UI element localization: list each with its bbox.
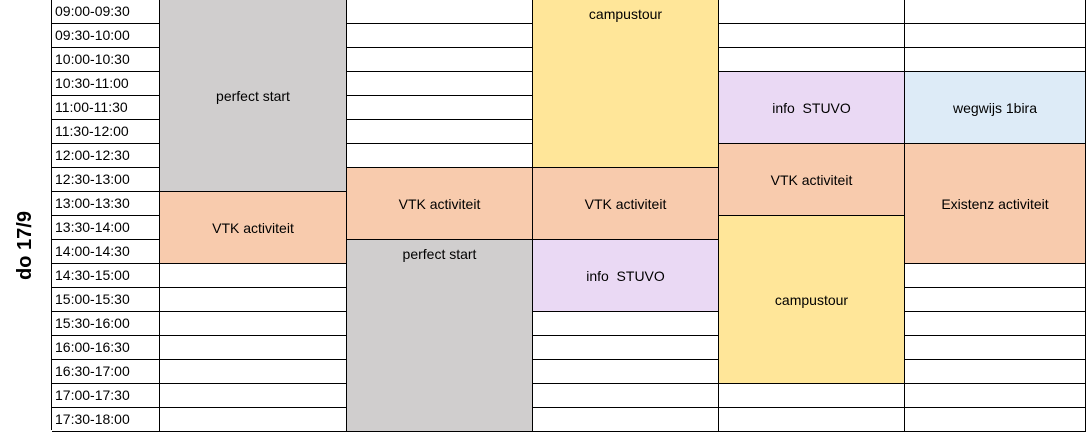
grid-cell[interactable] — [905, 0, 1086, 24]
event-wegwijs-1bira[interactable]: wegwijs 1bira — [905, 72, 1086, 144]
time-slot: 17:30-18:00 — [52, 408, 160, 432]
grid-cell[interactable] — [905, 336, 1086, 360]
grid-cell[interactable] — [719, 24, 905, 48]
grid-cell[interactable] — [905, 288, 1086, 312]
time-slot: 15:00-15:30 — [52, 288, 160, 312]
grid-cell[interactable] — [347, 48, 533, 72]
grid-cell[interactable] — [160, 312, 347, 336]
time-slot: 10:30-11:00 — [52, 72, 160, 96]
time-slot: 16:00-16:30 — [52, 336, 160, 360]
event-info-stuvo-1[interactable]: info STUVO — [533, 240, 719, 312]
event-campustour-2[interactable]: campustour — [719, 216, 905, 384]
time-slot: 11:00-11:30 — [52, 96, 160, 120]
event-vtk-activiteit-3[interactable]: VTK activiteit — [533, 168, 719, 240]
event-label: VTK activiteit — [212, 219, 294, 236]
grid-cell[interactable] — [160, 408, 347, 432]
grid-cell[interactable] — [905, 24, 1086, 48]
event-label: campustour — [588, 6, 663, 22]
day-label-text: do 17/9 — [14, 210, 37, 280]
grid-cell[interactable] — [347, 0, 533, 24]
time-slot: 14:30-15:00 — [52, 264, 160, 288]
grid-cell[interactable] — [533, 408, 719, 432]
day-label: do 17/9 — [0, 0, 52, 430]
grid-cell[interactable] — [719, 0, 905, 24]
grid-cell[interactable] — [905, 408, 1086, 432]
grid-cell[interactable] — [160, 264, 347, 288]
grid-cell[interactable] — [347, 144, 533, 168]
grid-cell[interactable] — [905, 312, 1086, 336]
grid-cell[interactable] — [533, 336, 719, 360]
event-label: perfect start — [402, 246, 477, 262]
time-slot: 12:00-12:30 — [52, 144, 160, 168]
time-slot: 14:00-14:30 — [52, 240, 160, 264]
event-existenz-activiteit[interactable]: Existenz activiteit — [905, 144, 1086, 264]
grid-cell[interactable] — [905, 384, 1086, 408]
event-label: VTK activiteit — [584, 195, 667, 212]
time-slot: 09:00-09:30 — [52, 0, 160, 24]
event-info-stuvo-2[interactable]: info STUVO — [719, 72, 905, 144]
grid-cell[interactable] — [719, 48, 905, 72]
time-slot: 10:00-10:30 — [52, 48, 160, 72]
time-slot: 16:30-17:00 — [52, 360, 160, 384]
grid-cell[interactable] — [533, 312, 719, 336]
event-label: VTK activiteit — [770, 171, 853, 188]
grid-cell[interactable] — [905, 264, 1086, 288]
grid-cell[interactable] — [719, 384, 905, 408]
grid-cell[interactable] — [533, 360, 719, 384]
event-vtk-activiteit-1[interactable]: VTK activiteit — [160, 192, 347, 264]
time-slot: 17:00-17:30 — [52, 384, 160, 408]
time-slot: 13:00-13:30 — [52, 192, 160, 216]
time-slot: 12:30-13:00 — [52, 168, 160, 192]
time-slot: 13:30-14:00 — [52, 216, 160, 240]
time-slot: 09:30-10:00 — [52, 24, 160, 48]
grid-cell[interactable] — [347, 96, 533, 120]
event-label: campustour — [774, 291, 849, 308]
grid-cell[interactable] — [347, 24, 533, 48]
event-label: perfect start — [216, 87, 290, 104]
event-vtk-activiteit-2[interactable]: VTK activiteit — [347, 168, 533, 240]
event-label: info STUVO — [586, 267, 665, 284]
time-slot: 15:30-16:00 — [52, 312, 160, 336]
grid-cell[interactable] — [160, 336, 347, 360]
grid-cell[interactable] — [347, 72, 533, 96]
grid-cell[interactable] — [905, 360, 1086, 384]
event-vtk-activiteit-4[interactable]: VTK activiteit — [719, 144, 905, 216]
grid-cell[interactable] — [533, 384, 719, 408]
grid-cell[interactable] — [160, 384, 347, 408]
event-perfect-start-1[interactable]: perfect start — [160, 0, 347, 192]
grid-cell[interactable] — [719, 408, 905, 432]
event-label: VTK activiteit — [398, 195, 481, 212]
time-slot: 11:30-12:00 — [52, 120, 160, 144]
event-perfect-start-2[interactable]: perfect start — [347, 240, 533, 432]
grid-cell[interactable] — [347, 120, 533, 144]
event-campustour-1[interactable]: campustour — [533, 0, 719, 168]
grid-cell[interactable] — [160, 288, 347, 312]
event-label: info STUVO — [772, 99, 851, 116]
grid-cell[interactable] — [160, 360, 347, 384]
event-label: Existenz activiteit — [941, 195, 1049, 212]
event-label: wegwijs 1bira — [952, 99, 1038, 116]
grid-cell[interactable] — [905, 48, 1086, 72]
